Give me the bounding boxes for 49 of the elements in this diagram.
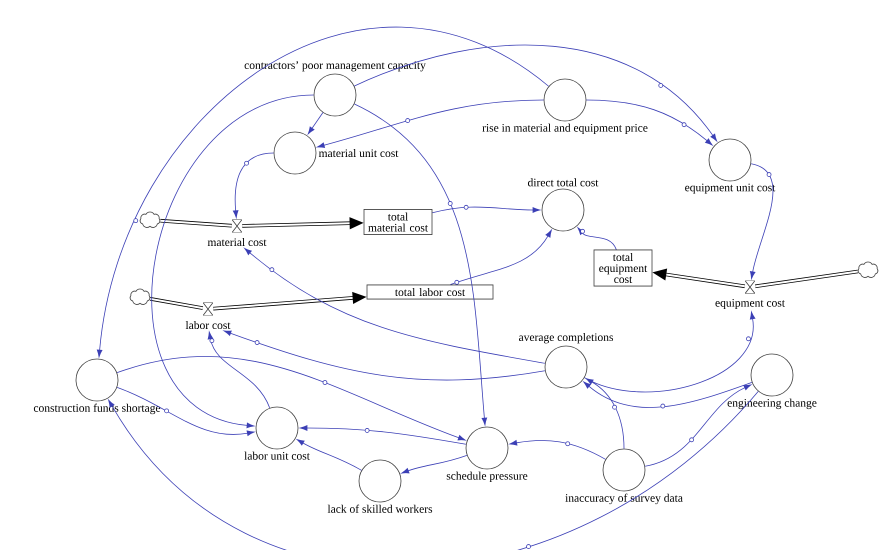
cloud-symbol — [130, 288, 150, 305]
cloud-symbol — [140, 212, 160, 228]
cloud-symbol — [858, 262, 878, 278]
arrow — [296, 439, 362, 471]
arrow — [116, 356, 466, 440]
node-label: direct total cost — [528, 178, 598, 186]
node-label: labor cost — [186, 320, 230, 330]
arrow — [224, 330, 546, 380]
flow-valve: material cost — [208, 220, 266, 246]
arrow — [308, 112, 324, 134]
node-label: labor unit cost — [244, 452, 310, 460]
stock-box: total equipment cost — [594, 250, 652, 286]
node-label: material unit cost — [318, 148, 398, 158]
arrow — [244, 248, 546, 364]
arrow — [116, 386, 255, 436]
pipe — [754, 270, 858, 288]
pipe — [150, 297, 204, 310]
arrow — [750, 163, 774, 279]
flow-valve: equipment cost — [716, 280, 785, 310]
arrow — [208, 332, 270, 408]
flow-valve: labor cost — [186, 302, 230, 330]
arrow — [583, 382, 752, 408]
node-label: average completions — [518, 332, 614, 344]
node-label: inaccuracy of survey data — [565, 494, 683, 504]
arrow — [584, 312, 756, 392]
node-label: rise in material and equipment price — [482, 124, 648, 134]
arrow — [644, 384, 752, 467]
arrow — [586, 378, 624, 449]
node-label: schedule pressure — [446, 472, 528, 482]
arrow — [232, 152, 274, 218]
arrow — [401, 454, 468, 474]
stock-box: total material cost — [364, 209, 432, 235]
stock-box: total labor cost — [366, 284, 494, 300]
arrow — [586, 100, 713, 146]
arrow — [354, 104, 488, 426]
arrow — [450, 230, 552, 285]
pipe — [160, 218, 232, 228]
arrow — [510, 440, 606, 460]
arrow — [96, 26, 550, 358]
node-label: material cost — [208, 238, 266, 246]
arrow — [432, 204, 540, 214]
node-label: equipment cost — [715, 298, 785, 310]
arrow — [108, 391, 759, 550]
node-label: lack of skilled workers — [328, 504, 432, 513]
arrow — [354, 44, 718, 142]
arrow — [578, 227, 617, 250]
arrow — [317, 100, 544, 148]
arrow — [300, 425, 466, 445]
arrow — [151, 94, 314, 428]
